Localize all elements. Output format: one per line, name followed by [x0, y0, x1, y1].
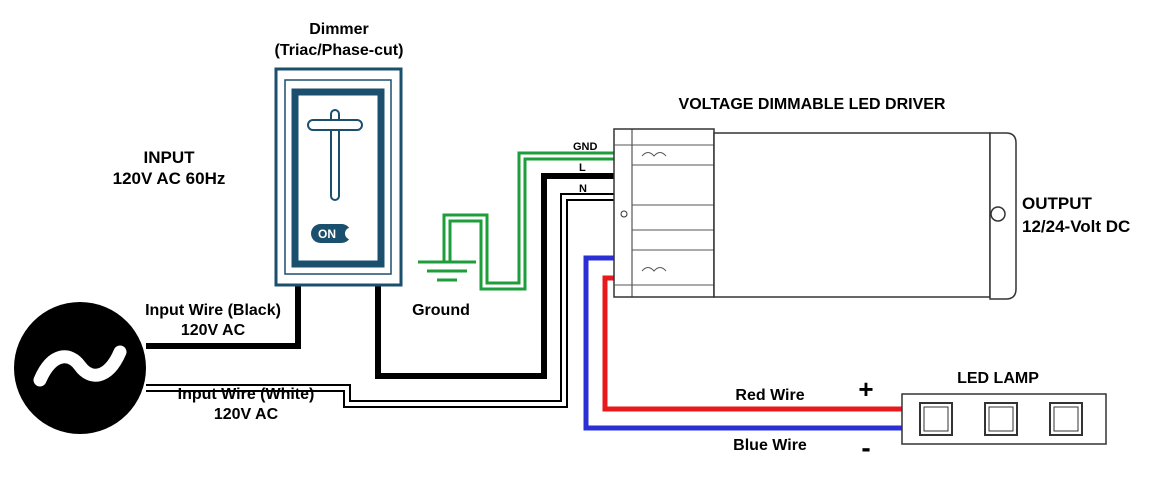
- dimmer-subtitle: (Triac/Phase-cut): [275, 42, 404, 59]
- led-chip: [1049, 402, 1083, 436]
- white-wire-voltage: 120V AC: [214, 406, 279, 423]
- ground-wire: [442, 151, 712, 291]
- output-title: OUTPUT: [1022, 194, 1093, 213]
- terminal-n-label: N: [579, 183, 587, 195]
- ground-symbol: [418, 260, 476, 282]
- black-wire-label: Input Wire (Black): [145, 302, 281, 319]
- white-input-wire: [146, 193, 712, 408]
- terminal-l-label: L: [579, 162, 586, 174]
- ground-label: Ground: [412, 302, 470, 319]
- driver-mount-hole: [990, 206, 1006, 222]
- minus-sign: -: [861, 432, 870, 463]
- black-switched-wire: [375, 173, 712, 379]
- ac-sine-symbol: [33, 345, 127, 387]
- dimmer-on-indicator: [311, 224, 351, 243]
- dimmer-slider-knob: [307, 119, 363, 131]
- led-chip: [919, 402, 953, 436]
- dimmer-title: Dimmer: [309, 21, 369, 38]
- input-spec: 120V AC 60Hz: [113, 169, 226, 188]
- led-lamp: [901, 393, 1107, 445]
- blue-wire-label: Blue Wire: [733, 437, 807, 454]
- input-title: INPUT: [144, 148, 196, 167]
- driver-title: VOLTAGE DIMMABLE LED DRIVER: [679, 96, 946, 113]
- led-chip: [984, 402, 1018, 436]
- dimmer-slider-track: [330, 109, 340, 201]
- plus-sign: +: [858, 374, 873, 404]
- driver-body: [713, 132, 991, 298]
- led-driver: [613, 128, 1017, 300]
- dimmer-on-label: ON: [318, 227, 336, 241]
- white-wire-label: Input Wire (White): [178, 386, 315, 403]
- dimmer-switch: ON: [274, 67, 403, 287]
- output-spec: 12/24-Volt DC: [1022, 217, 1130, 236]
- black-wire-voltage: 120V AC: [181, 322, 246, 339]
- lamp-title: LED LAMP: [957, 370, 1039, 387]
- red-wire-label: Red Wire: [735, 387, 804, 404]
- terminal-gnd-label: GND: [573, 141, 598, 153]
- black-input-wire: [146, 285, 301, 349]
